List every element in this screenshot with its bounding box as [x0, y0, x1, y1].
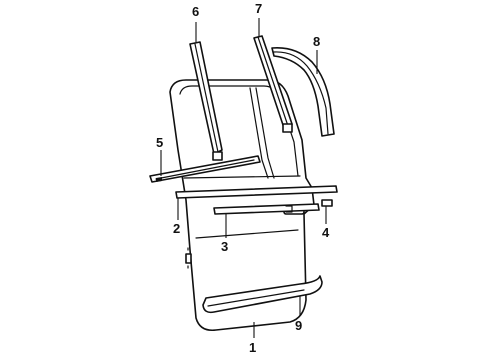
callout-8: 8 [313, 34, 320, 49]
callout-7: 7 [255, 1, 262, 16]
callout-4: 4 [322, 225, 330, 240]
corner-weatherstrip-edge [273, 51, 329, 135]
lower-body-molding [202, 275, 323, 314]
belt-molding-inner-clip [285, 205, 293, 213]
callout-5: 5 [156, 135, 163, 150]
callout-3: 3 [221, 239, 228, 254]
door-center-post [249, 87, 269, 179]
door-shell [169, 79, 315, 332]
lower-body-molding-edge [207, 289, 305, 307]
leader-lines [160, 18, 327, 338]
door-hinge-detail [185, 253, 192, 264]
callout-labels: 1 2 3 4 5 6 7 8 9 [156, 1, 330, 355]
inner-belt-strip-clip [156, 177, 162, 182]
door-lower-crease [195, 229, 299, 239]
front-channel-strip-foot [212, 151, 223, 161]
rear-channel-strip-edge [257, 36, 289, 127]
callout-6: 6 [192, 4, 199, 19]
callout-1: 1 [249, 340, 256, 355]
front-channel-strip-edge [194, 43, 219, 153]
rear-channel-strip-foot [282, 123, 293, 133]
door-center-post-inner [255, 87, 275, 179]
belt-molding-outer [175, 185, 338, 199]
belt-molding-end-cap [321, 199, 333, 207]
door-belt-line [183, 175, 301, 179]
belt-molding-inner [213, 203, 320, 215]
inner-belt-strip-edge [155, 159, 255, 180]
callout-2: 2 [173, 221, 180, 236]
callout-9: 9 [295, 318, 302, 333]
